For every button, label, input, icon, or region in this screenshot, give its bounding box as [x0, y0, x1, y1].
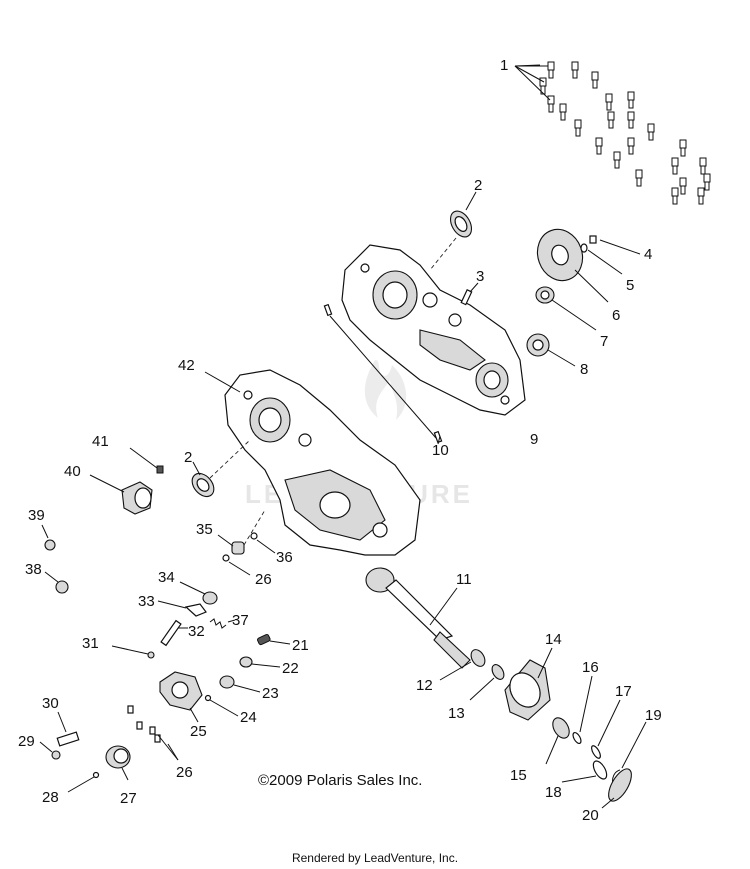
bearing-15	[545, 717, 570, 765]
callout-27: 27	[120, 790, 137, 807]
callout-13: 13	[448, 705, 465, 722]
callout-9: 9	[530, 431, 538, 448]
callout-39: 39	[28, 507, 45, 524]
callout-2: 2	[474, 177, 482, 194]
callout-10: 10	[432, 442, 449, 459]
callout-3: 3	[476, 268, 484, 285]
callout-1: 1	[500, 57, 508, 74]
callout-21: 21	[292, 637, 309, 654]
nut-39	[41, 524, 56, 551]
washer-13	[469, 664, 505, 701]
callout-30: 30	[42, 695, 59, 712]
bearing-7	[535, 286, 597, 331]
mount-40	[89, 474, 153, 515]
ball-24	[204, 694, 239, 717]
callout-8: 8	[580, 361, 588, 378]
lever-33	[157, 600, 207, 617]
callout-36: 36	[276, 549, 293, 566]
nut-38	[44, 571, 69, 594]
crankcase-right	[341, 244, 526, 416]
callout-28: 28	[42, 789, 59, 806]
washer-18	[561, 760, 608, 783]
bearing-22	[239, 656, 281, 668]
callout-31: 31	[82, 635, 99, 652]
clip-16	[572, 675, 593, 745]
callout-22: 22	[282, 660, 299, 677]
callout-34: 34	[158, 569, 175, 586]
sensor-41	[129, 447, 164, 474]
callout-17: 17	[615, 683, 632, 700]
callout-labels: 1 2 3 4 5 6 7 8 9 10 11 12 13 14 15 16 1…	[18, 57, 662, 824]
callout-16: 16	[582, 659, 599, 676]
bushing-23	[219, 675, 261, 693]
bracket-30	[56, 711, 80, 747]
callout-2-second: 2	[184, 449, 192, 466]
fitting-35	[217, 509, 266, 555]
callout-38: 38	[25, 561, 42, 578]
plate-20	[601, 768, 632, 809]
callout-37: 37	[232, 612, 249, 629]
footer-credit: Rendered by LeadVenture, Inc.	[291, 851, 459, 865]
callout-26: 26	[176, 764, 193, 781]
crankcase-left	[204, 369, 421, 556]
callout-29: 29	[18, 733, 35, 750]
callout-40: 40	[64, 463, 81, 480]
callout-11: 11	[456, 571, 472, 588]
spring-37	[209, 618, 236, 629]
callout-24: 24	[240, 709, 257, 726]
washer-36	[250, 532, 276, 554]
selector-25	[159, 671, 203, 723]
stud-3	[460, 282, 479, 306]
callout-41: 41	[92, 433, 109, 450]
spring-21	[257, 633, 291, 646]
nut-29	[39, 741, 61, 760]
callout-23: 23	[262, 685, 279, 702]
bearing-8	[526, 333, 576, 367]
dowel-pins	[323, 303, 443, 445]
pin-28	[67, 771, 100, 793]
part-34	[179, 581, 218, 605]
callout-42: 42	[178, 357, 195, 374]
oring-26-top	[222, 554, 251, 576]
screws-26	[127, 705, 179, 761]
callout-35: 35	[196, 521, 213, 538]
callout-4: 4	[644, 246, 652, 263]
callout-19: 19	[645, 707, 662, 724]
ring-12	[439, 649, 486, 681]
shaft-11	[365, 567, 471, 669]
pin-31	[111, 645, 155, 659]
bolts-group	[514, 61, 711, 205]
callout-32: 32	[188, 623, 205, 640]
part-27	[105, 745, 131, 781]
callout-15: 15	[510, 767, 527, 784]
callout-5: 5	[626, 277, 634, 294]
callout-6: 6	[612, 307, 620, 324]
drum-14	[504, 647, 553, 721]
seal-2-left	[191, 439, 251, 498]
cover-plate	[536, 228, 641, 303]
seal-2-top	[429, 191, 477, 271]
callout-18: 18	[545, 784, 562, 801]
callout-7: 7	[600, 333, 608, 350]
shaft-32	[160, 619, 188, 647]
callout-14: 14	[545, 631, 562, 648]
callout-33: 33	[138, 593, 155, 610]
callout-12: 12	[416, 677, 433, 694]
callout-20: 20	[582, 807, 599, 824]
ring-17	[591, 699, 621, 759]
copyright-text: ©2009 Polaris Sales Inc.	[258, 772, 422, 789]
callout-26-second: 26	[255, 571, 272, 588]
callout-25: 25	[190, 723, 207, 740]
